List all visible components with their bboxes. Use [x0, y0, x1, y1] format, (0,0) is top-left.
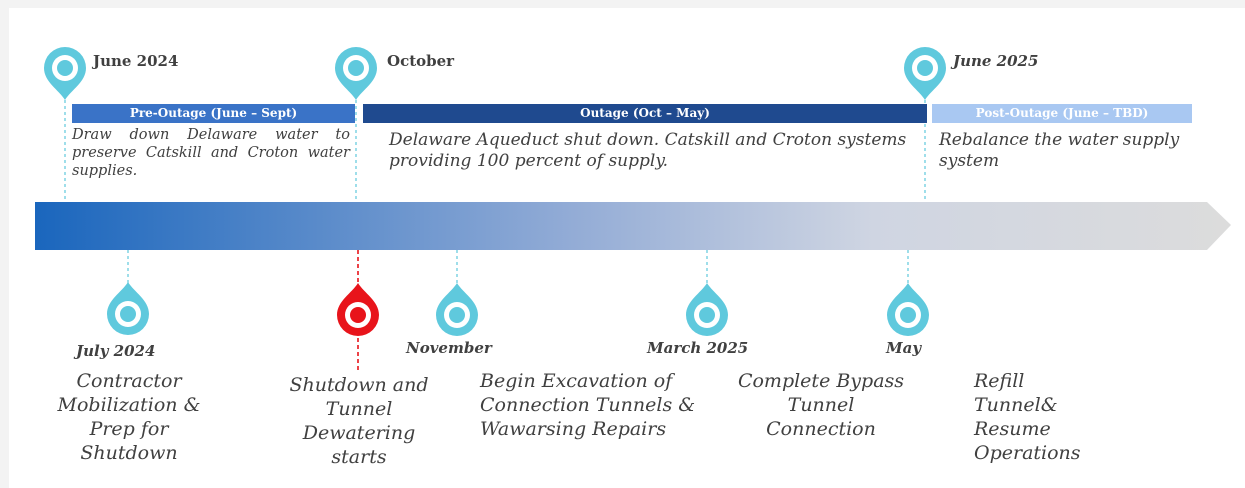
phase-description-outage: Delaware Aqueduct shut down. Catskill an…	[389, 130, 907, 171]
phase-bar-pre-outage: Pre-Outage (June – Sept)	[72, 104, 355, 123]
milestone-date-may: May	[886, 339, 922, 357]
event-complete-bypass: Complete Bypass Tunnel Connection	[737, 370, 905, 440]
map-pin-icon	[887, 283, 929, 336]
event-begin-excavation: Begin Excavation of Connection Tunnels &…	[480, 370, 696, 440]
phase-description-pre-outage: Draw down Delaware water to preserve Cat…	[72, 127, 350, 179]
map-pin-icon	[904, 47, 946, 100]
map-pin-icon	[686, 283, 728, 336]
milestone-label-october: October	[387, 52, 455, 70]
map-pin-icon-red	[337, 283, 379, 336]
event-refill-tunnel: Refill Tunnel& Resume Operations	[974, 370, 1081, 464]
map-pin-icon	[44, 47, 86, 100]
map-pin-icon	[107, 282, 149, 335]
phase-description-post-outage: Rebalance the water supply system	[939, 130, 1180, 171]
phase-bar-post-outage: Post-Outage (June – TBD)	[932, 104, 1192, 123]
timeline-diagram: June 2024 October June 2025 Pre-Outage (…	[9, 8, 1245, 488]
map-pin-icon	[335, 47, 377, 100]
milestone-label-june-2024: June 2024	[93, 52, 179, 70]
timeline-arrow	[35, 47, 1231, 370]
phase-bar-outage: Outage (Oct – May)	[363, 104, 927, 123]
event-shutdown-dewatering: Shutdown and Tunnel Dewatering starts	[289, 374, 429, 468]
event-contractor-mobilization: Contractor Mobilization & Prep for Shutd…	[57, 370, 201, 464]
map-pin-icon	[436, 283, 478, 336]
milestone-label-june-2025: June 2025	[953, 52, 1039, 70]
milestone-date-march-2025: March 2025	[647, 339, 749, 357]
milestone-date-july-2024: July 2024	[76, 342, 156, 360]
milestone-date-november: November	[406, 339, 492, 357]
